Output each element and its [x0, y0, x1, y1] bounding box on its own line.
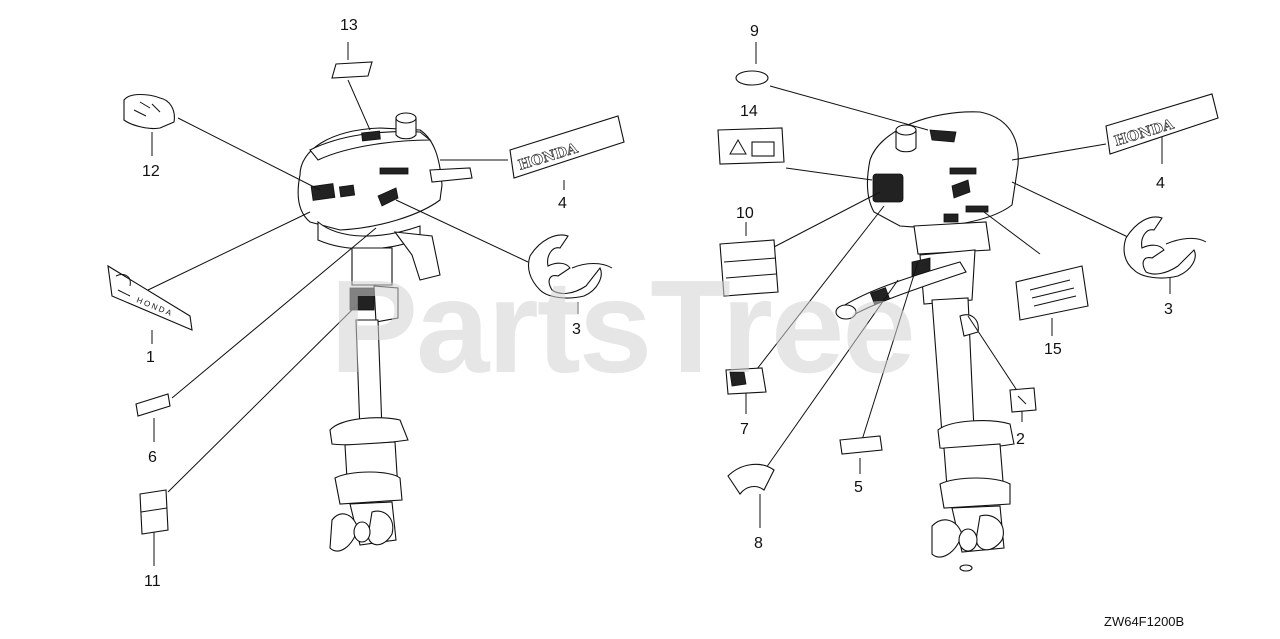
part-2-decal[interactable]	[1009, 387, 1037, 413]
callout-12[interactable]: 12	[142, 163, 160, 180]
callout-11[interactable]: 11	[144, 573, 161, 590]
callout-4-right[interactable]: 4	[1156, 175, 1165, 192]
right-outboard-motor	[835, 111, 1019, 572]
callout-5[interactable]: 5	[854, 479, 863, 496]
part-13-decal[interactable]	[331, 61, 373, 79]
callout-15[interactable]: 15	[1044, 341, 1062, 358]
callout-3-right[interactable]: 3	[1164, 301, 1173, 318]
callout-1[interactable]: 1	[146, 349, 155, 366]
left-outboard-motor	[297, 112, 473, 552]
callout-6[interactable]: 6	[148, 449, 157, 466]
part-7-decal[interactable]	[725, 367, 767, 395]
part-3-right-f-emblem[interactable]	[1123, 216, 1207, 279]
part-10-label-sheet[interactable]	[719, 239, 779, 297]
callout-7[interactable]: 7	[740, 421, 749, 438]
part-14-warning-label[interactable]	[717, 127, 785, 165]
part-3-left-f-emblem[interactable]	[527, 234, 613, 299]
callout-2[interactable]: 2	[1016, 431, 1025, 448]
part-5-decal[interactable]	[839, 435, 883, 455]
callout-9[interactable]: 9	[750, 23, 759, 40]
callout-labels: 13 12 4 3 1 6 11 9 14 10 7 8 5 2 15 4 3	[142, 17, 1173, 590]
leader-lines	[147, 42, 1171, 566]
callout-8[interactable]: 8	[754, 535, 763, 552]
callout-14[interactable]: 14	[740, 103, 758, 120]
part-9-oval-decal[interactable]	[735, 70, 769, 86]
diagram-code: ZW64F1200B	[1104, 614, 1184, 629]
part-15-label[interactable]	[1015, 265, 1089, 321]
watermark-text: PartsTree	[330, 253, 914, 400]
part-1-honda-wing-decal[interactable]: HONDA	[107, 264, 193, 331]
part-6-decal[interactable]	[135, 393, 171, 417]
callout-13[interactable]: 13	[340, 17, 358, 34]
part-8-curved-grip[interactable]	[727, 463, 775, 495]
callout-10[interactable]: 10	[736, 205, 754, 222]
callout-4-left[interactable]: 4	[558, 195, 567, 212]
part-4-left-honda-decal[interactable]: HONDA	[509, 115, 625, 179]
part-11-decal[interactable]	[139, 489, 169, 535]
callout-3-left[interactable]: 3	[572, 321, 581, 338]
part-12-emblem[interactable]	[123, 93, 175, 130]
